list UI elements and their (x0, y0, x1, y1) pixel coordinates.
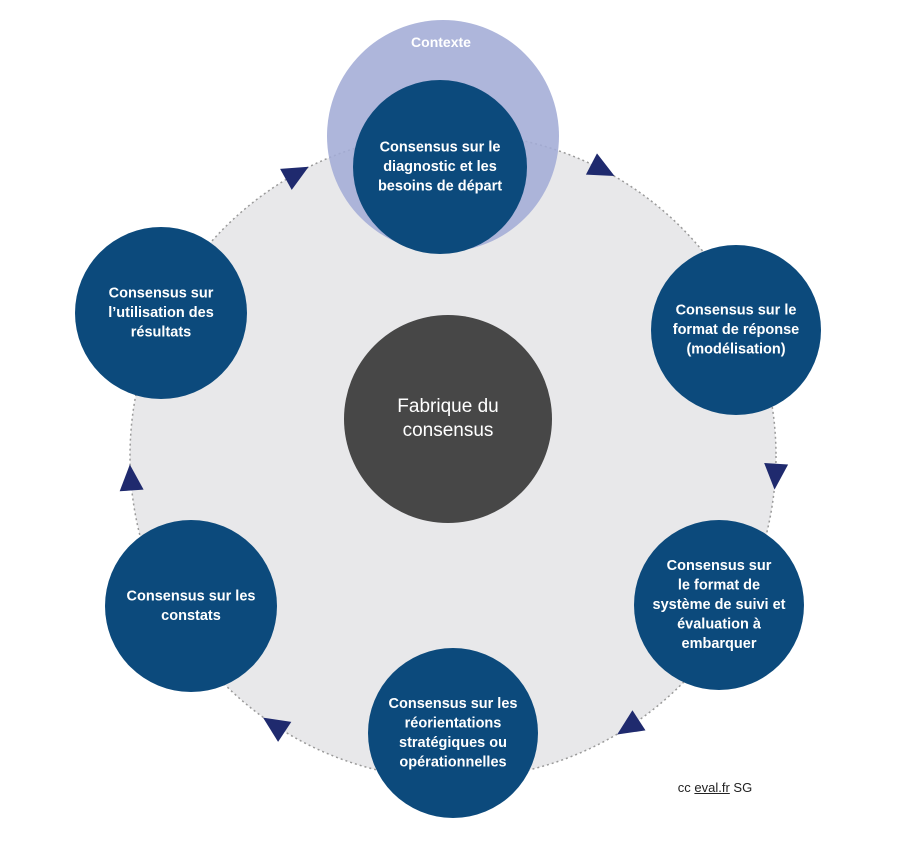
center-label-line: Fabrique du (397, 396, 498, 417)
node-circle (368, 648, 538, 818)
node-label: Consensus sur les constats (127, 588, 256, 624)
node-label-line: Consensus sur (667, 558, 772, 574)
cycle-arrows (119, 153, 789, 742)
node-label: Consensus sur les réorientations stratégiq… (389, 696, 518, 771)
node-label: Consensus sur le format de système de suiv… (653, 558, 786, 652)
credit-prefix: cc (677, 780, 691, 795)
node-reorientations: Consensus sur les réorientations stratégiq… (368, 648, 538, 818)
node-label-line: Consensus sur le (676, 302, 797, 318)
node-label-line: Consensus sur le (380, 139, 501, 155)
credit-line: cc eval.fr SG (640, 780, 790, 795)
node-utilisation: Consensus sur l’utilisation des résultats (75, 227, 247, 399)
node-label-line: stratégiques ou (399, 735, 507, 751)
node-label: Consensus sur l’utilisation des résultats (108, 285, 214, 340)
node-label-line: opérationnelles (399, 754, 506, 770)
arrow-constats-to-utilisation-icon (119, 464, 144, 492)
consensus-nodes: Consensus sur le diagnostic et les besoins… (75, 80, 821, 818)
center-label: Fabrique du consensus (397, 396, 498, 441)
node-label-line: réorientations (405, 715, 502, 731)
arrow-diagnostic-to-format-icon (585, 153, 615, 176)
node-circle (105, 520, 277, 692)
node-circle (75, 227, 247, 399)
node-label-line: constats (161, 608, 221, 624)
node-label-line: diagnostic et les (383, 159, 497, 175)
node-diagnostic: Consensus sur le diagnostic et les besoins… (353, 80, 527, 254)
arrow-reorientations-to-constats-icon (263, 717, 292, 742)
node-label-line: le format de (678, 577, 760, 593)
node-suivi-evaluation: Consensus sur le format de système de suiv… (634, 520, 804, 690)
node-constats: Consensus sur les constats (105, 520, 277, 692)
node-label-line: l’utilisation des (108, 305, 214, 321)
node-circle (353, 80, 527, 254)
context-label: Contexte (411, 34, 471, 50)
node-label: Consensus sur le diagnostic et les besoins… (378, 139, 502, 194)
center-circle (344, 315, 552, 523)
node-label-line: Consensus sur (109, 285, 214, 301)
node-label-line: embarquer (682, 636, 757, 652)
credit-suffix: SG (733, 780, 753, 795)
node-label-line: format de réponse (673, 322, 800, 338)
node-label-line: résultats (131, 324, 191, 340)
credit-link[interactable]: eval.fr (694, 780, 730, 795)
arrow-format-to-suivi-icon (764, 462, 789, 490)
node-label-line: évaluation à (677, 616, 762, 632)
node-label-line: besoins de départ (378, 178, 502, 194)
node-format-reponse: Consensus sur le format de réponse (modéli… (651, 245, 821, 415)
node-circle (651, 245, 821, 415)
arrow-utilisation-to-diagnostic-icon (280, 166, 309, 190)
node-label: Consensus sur le format de réponse (modéli… (673, 302, 800, 357)
node-circle (634, 520, 804, 690)
node-label-line: Consensus sur les (389, 696, 518, 712)
node-label-line: (modélisation) (686, 341, 785, 357)
center-label-line: consensus (403, 420, 494, 441)
arrow-suivi-to-reorientations-icon (617, 710, 646, 735)
node-label-line: Consensus sur les (127, 588, 256, 604)
node-label-line: système de suivi et (653, 597, 786, 613)
